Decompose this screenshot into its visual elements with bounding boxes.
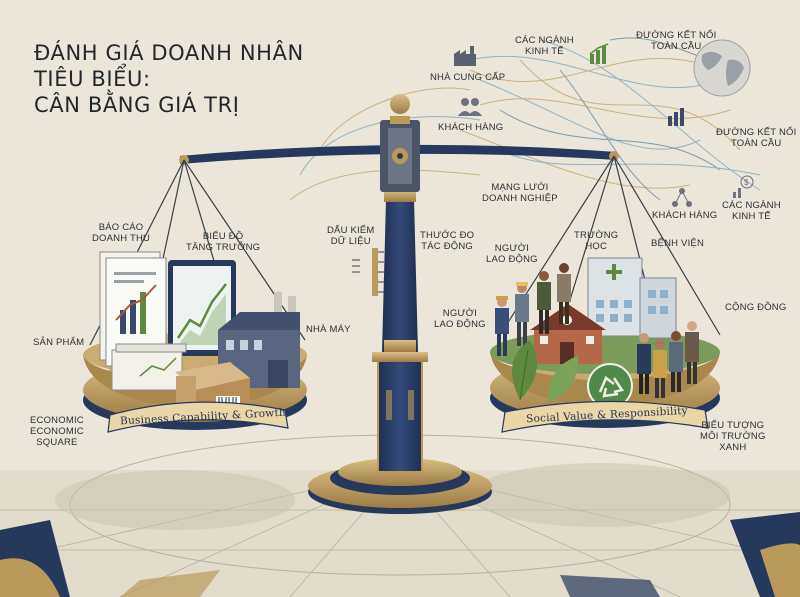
label-global-right: ĐƯỜNG KẾT NỐI TOÀN CẦU bbox=[716, 127, 797, 149]
label-data-mark: DẤU KIỂM DỮ LIỆU bbox=[327, 225, 375, 247]
title-line-2: TIÊU BIỂU: bbox=[34, 67, 151, 91]
label-economic-square: ECONOMIC ECONOMIC SQUARE bbox=[30, 415, 84, 448]
globe-icon bbox=[693, 39, 751, 97]
label-customers-right: KHÁCH HÀNG bbox=[652, 210, 718, 221]
label-factory: NHÀ MÁY bbox=[306, 324, 351, 335]
growth-chart-tablet bbox=[168, 260, 236, 356]
factory-model bbox=[218, 292, 300, 388]
bar-chart-icon bbox=[668, 108, 684, 126]
scale-column bbox=[372, 190, 428, 473]
label-community: CỘNG ĐỒNG bbox=[725, 302, 787, 313]
worker-figures bbox=[495, 263, 571, 356]
network-lines bbox=[289, 37, 761, 201]
people-icon bbox=[458, 98, 482, 116]
label-impact-ruler: THƯỚC ĐO TÁC ĐỘNG bbox=[420, 230, 475, 252]
left-banner bbox=[107, 401, 289, 433]
label-business-network: MẠNG LƯỚI DOANH NGHIỆP bbox=[482, 182, 558, 204]
network-icon bbox=[672, 188, 692, 207]
label-industries-top: CÁC NGÀNH KINH TẾ bbox=[515, 35, 574, 57]
community-people bbox=[637, 321, 699, 398]
label-product: SẢN PHẨM bbox=[33, 337, 85, 348]
page-title: ĐÁNH GIÁ DOANH NHÂN TIÊU BIỂU: CÂN BẰNG … bbox=[34, 40, 304, 118]
label-global-top: ĐƯỜNG KẾT NỐI TOÀN CẦU bbox=[636, 30, 717, 52]
label-growth-chart: BIỂU ĐỒ TĂNG TRƯỞNG bbox=[186, 231, 261, 253]
scale-beam bbox=[179, 94, 619, 192]
right-banner bbox=[501, 400, 709, 433]
bar-chart-icon bbox=[589, 43, 609, 64]
label-hospital: BỆNH VIỆN bbox=[651, 238, 705, 249]
title-line-3: CÂN BẰNG GIÁ TRỊ bbox=[34, 93, 240, 117]
label-worker-2: NGƯỜI LAO ĐỘNG bbox=[434, 308, 486, 330]
factory-icon bbox=[454, 46, 476, 66]
label-customers-left: KHÁCH HÀNG bbox=[438, 122, 504, 133]
leaf-icon bbox=[512, 340, 579, 402]
label-industries-right: CÁC NGÀNH KINH TẾ bbox=[722, 200, 781, 222]
impact-ruler bbox=[352, 248, 384, 296]
label-revenue-report: BÁO CÁO DOANH THU bbox=[92, 222, 151, 244]
label-school: TRƯỜNG HỌC bbox=[574, 230, 619, 252]
floor-pattern bbox=[0, 434, 800, 597]
title-line-1: ĐÁNH GIÁ DOANH NHÂN bbox=[34, 41, 304, 65]
scale-base bbox=[308, 458, 492, 514]
svg-text:$: $ bbox=[744, 178, 749, 187]
product-stack bbox=[111, 343, 187, 391]
hospital-building bbox=[587, 257, 677, 339]
label-suppliers: NHÀ CUNG CẤP bbox=[430, 72, 506, 83]
dollar-icon: $ bbox=[733, 175, 754, 198]
label-worker-1: NGƯỜI LAO ĐỘNG bbox=[486, 243, 538, 265]
label-green-symbol: BIỂU TƯỢNG MÔI TRƯỜNG XANH bbox=[700, 420, 766, 453]
